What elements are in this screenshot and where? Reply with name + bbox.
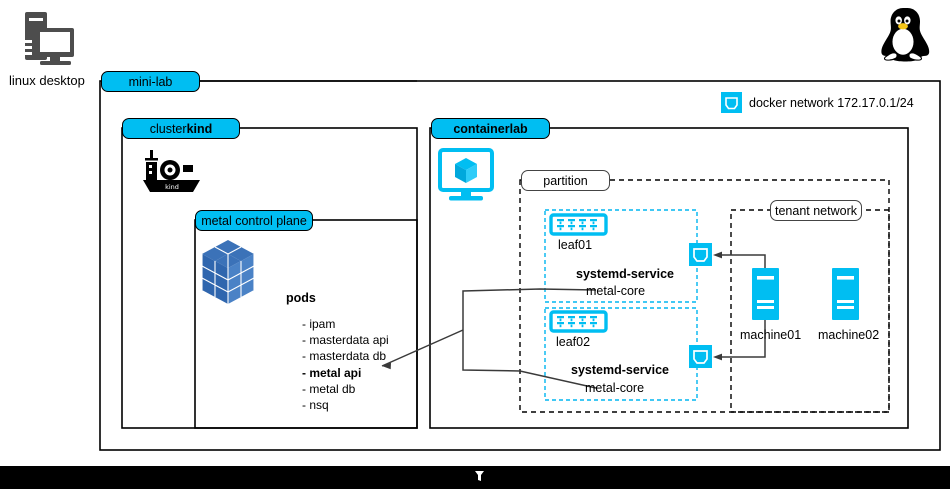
kubernetes-cube-icon <box>201 240 255 304</box>
cluster-kind-tab-name: kind <box>186 121 213 136</box>
network-port-icon-docker <box>721 92 742 113</box>
bottom-black-bar <box>0 466 950 489</box>
containerlab-tab-label: containerlab <box>453 121 528 136</box>
leaf02-service-title: systemd-service <box>571 363 669 377</box>
pods-title: pods <box>286 291 316 305</box>
cluster-kind-tab-prefix: cluster <box>149 121 187 136</box>
list-item: - masterdata api <box>302 333 389 348</box>
network-port-icon-leaf02 <box>689 345 712 368</box>
metal-control-plane-tab-label: metal control plane <box>201 213 307 228</box>
pods-list: - ipam - masterdata api - masterdata db … <box>302 316 389 413</box>
metal-control-plane-tab[interactable]: metal control plane <box>195 210 313 231</box>
network-port-icon-leaf01 <box>689 243 712 266</box>
leaf01-service-title: systemd-service <box>576 267 674 281</box>
network-switch-icon-leaf01 <box>549 213 608 236</box>
monitor-cube-icon <box>438 148 494 201</box>
desktop-computer-icon <box>25 12 74 65</box>
leaf02-service-name: metal-core <box>585 381 645 395</box>
docker-network-label: docker network 172.17.0.1/24 <box>749 96 914 110</box>
metal-api-to-metal-core-connectors <box>381 288 597 389</box>
down-arrow-marker-icon <box>475 471 484 481</box>
leaf02-label: leaf02 <box>556 335 591 349</box>
leaf01-service-name: metal-core <box>586 284 646 298</box>
containerlab-box <box>429 127 909 429</box>
partition-tab-label: partition <box>543 173 588 188</box>
minilab-tab[interactable]: mini-lab <box>101 71 200 92</box>
kind-ship-logo: kind <box>143 150 200 192</box>
leaf01-label: leaf01 <box>558 238 593 252</box>
machine01-to-leaf02-link <box>718 320 766 358</box>
partition-box <box>519 179 890 413</box>
list-item: - metal db <box>302 381 356 396</box>
partition-tab[interactable]: partition <box>521 170 610 191</box>
network-switch-icon-leaf02 <box>549 310 608 333</box>
arrowhead-leaf02-port <box>713 353 722 361</box>
machine01-to-leaf01-link <box>718 254 766 268</box>
arrowhead-leaf01-port <box>713 251 722 259</box>
list-item: - masterdata db <box>302 349 387 364</box>
list-item: - metal api <box>302 365 362 380</box>
minilab-box <box>99 80 941 451</box>
linux-desktop-label: linux desktop <box>9 73 85 88</box>
list-item: - nsq <box>302 398 329 413</box>
tenant-network-tab[interactable]: tenant network <box>770 200 862 221</box>
containerlab-tab[interactable]: containerlab <box>431 118 550 139</box>
cluster-kind-tab[interactable]: cluster kind <box>122 118 240 139</box>
tux-penguin-logo <box>881 8 930 62</box>
machine02-label: machine02 <box>818 328 880 342</box>
server-machine-icon-machine02 <box>832 268 859 320</box>
server-machine-icon-machine01 <box>752 268 779 320</box>
list-item: - ipam <box>302 317 336 331</box>
minilab-tab-label: mini-lab <box>128 74 173 89</box>
arrowhead-metal-api <box>382 362 391 370</box>
tenant-network-tab-label: tenant network <box>775 203 857 218</box>
machine01-label: machine01 <box>740 328 802 342</box>
kind-logo-caption: kind <box>165 183 179 191</box>
